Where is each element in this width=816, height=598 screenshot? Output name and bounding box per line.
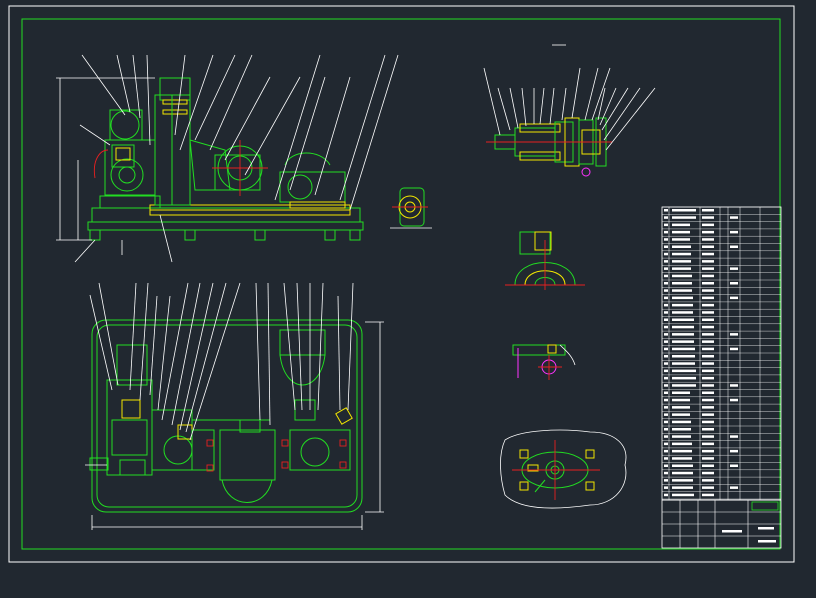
bracket-detail-view [512,344,576,380]
section-c-view [390,187,432,229]
shaft-section-view [483,44,656,177]
bill-of-materials-table [661,206,782,549]
gear-detail-view [505,231,585,290]
front-elevation-view [56,54,399,263]
section-b-view [500,429,627,509]
sheet-inner-border [21,18,781,550]
top-plan-view [85,282,384,530]
sheet-outer-border [8,5,795,563]
